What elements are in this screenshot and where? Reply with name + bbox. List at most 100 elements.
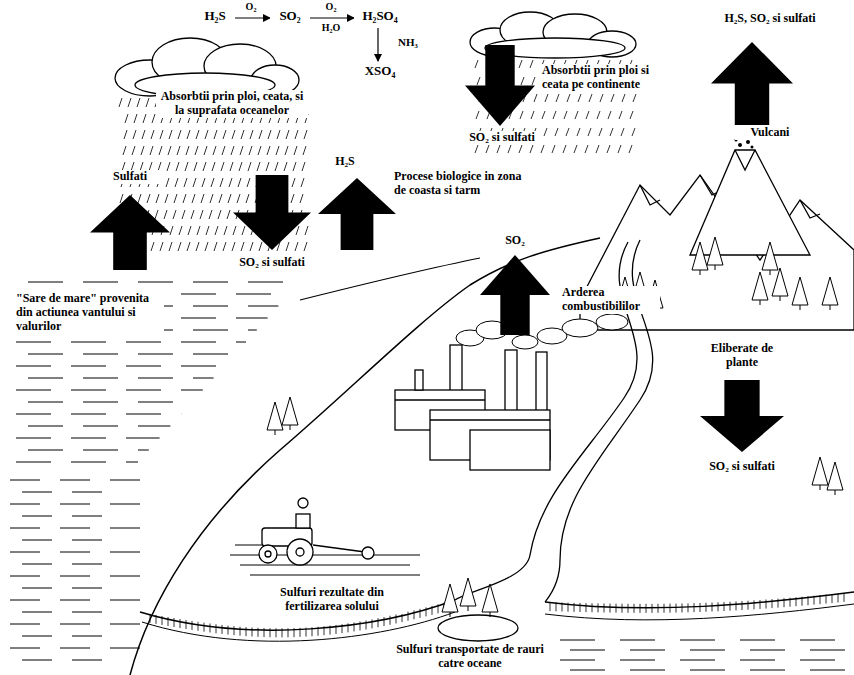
rain-streak <box>486 145 489 153</box>
rain-streak <box>250 130 253 139</box>
hatch-line <box>150 614 151 623</box>
wave <box>193 282 228 283</box>
rain-streak <box>600 94 603 102</box>
rain-streak <box>578 94 581 102</box>
flux-arrow <box>465 45 535 126</box>
hatch-line <box>760 600 761 609</box>
wave <box>22 660 52 661</box>
wave <box>810 650 845 651</box>
wave <box>138 378 173 379</box>
wave <box>126 366 161 367</box>
tree-trunk <box>820 485 821 490</box>
rain-streak <box>167 162 170 171</box>
hatch-line <box>556 602 557 611</box>
tree-trunk <box>450 612 451 617</box>
hatch-line <box>832 594 833 603</box>
rain-streak <box>191 210 194 219</box>
rain-streak <box>214 242 217 251</box>
rain-streak <box>248 162 251 171</box>
hatch-line <box>372 619 373 628</box>
wave <box>22 636 52 637</box>
rain-streak <box>202 178 205 187</box>
source-label: Eliberate de plante <box>697 342 787 370</box>
rain-streak <box>185 162 188 171</box>
rain-streak <box>186 146 189 155</box>
rain-streak <box>169 130 172 139</box>
rain-streak <box>247 178 250 187</box>
reaction-arrow <box>377 28 378 61</box>
wave <box>138 282 173 283</box>
wave <box>181 342 216 343</box>
rain-streak <box>160 130 163 139</box>
flux-label: Sulfati <box>95 170 165 184</box>
tree-trunk <box>700 270 701 275</box>
hatch-line <box>718 602 719 611</box>
tree-trunk <box>770 270 771 275</box>
rain-streak <box>156 194 159 203</box>
rain-streak <box>249 146 252 155</box>
tree-trunk <box>715 265 716 270</box>
wave <box>10 624 40 625</box>
hatch-line <box>192 621 193 630</box>
hatch-line <box>634 604 635 613</box>
flux-arrow <box>700 380 784 452</box>
rain-streak <box>197 226 200 235</box>
rain-streak <box>204 146 207 155</box>
wave <box>110 576 140 577</box>
wave <box>810 670 845 671</box>
wave <box>10 528 40 529</box>
wave <box>690 650 725 651</box>
rain-streak <box>125 114 128 123</box>
wave <box>570 670 605 671</box>
tree <box>772 268 788 296</box>
source-label: Vulcani <box>735 126 805 140</box>
flux-arrow <box>90 195 170 270</box>
tree <box>762 242 778 270</box>
rain-streak <box>151 242 154 251</box>
rain-streak <box>223 130 226 139</box>
trees <box>267 237 843 617</box>
wave <box>740 660 775 661</box>
hatch-line <box>240 627 241 636</box>
wave <box>110 480 140 481</box>
hatch-line <box>592 603 593 612</box>
rain-streak <box>169 242 172 251</box>
hatch-line <box>730 602 731 611</box>
cloud <box>115 38 299 97</box>
wave <box>28 426 63 427</box>
rain-streak <box>128 98 131 107</box>
rain-streak <box>211 178 214 187</box>
wave <box>71 366 106 367</box>
wave <box>83 426 118 427</box>
rain-streak <box>566 128 569 136</box>
hatch-line <box>778 599 779 608</box>
hatch-line <box>168 617 169 626</box>
flux-arrow <box>318 178 396 250</box>
wave <box>193 378 214 379</box>
rain-streak <box>241 242 244 251</box>
source-label: Sulfuri rezultate din fertilizarea solul… <box>257 586 407 614</box>
rain-streak <box>238 178 241 187</box>
wave <box>28 378 63 379</box>
rain-streak <box>239 162 242 171</box>
wave <box>126 390 161 391</box>
wave <box>236 318 268 319</box>
smoke <box>456 314 628 349</box>
tree <box>482 584 498 612</box>
wave <box>10 552 40 553</box>
tree-trunk <box>780 296 781 301</box>
hatch-line <box>844 593 845 602</box>
rain-streak <box>141 146 144 155</box>
rain-streak <box>193 178 196 187</box>
rain-streak <box>221 162 224 171</box>
rain-streak <box>187 130 190 139</box>
hatch-line <box>838 593 839 602</box>
rain-streak <box>589 94 592 102</box>
rain-streak <box>209 210 212 219</box>
wave <box>71 390 106 391</box>
rain-streak <box>293 162 296 171</box>
wave <box>22 612 52 613</box>
reaction-arrow <box>308 17 354 18</box>
wave <box>83 282 118 283</box>
hatch-line <box>550 602 551 611</box>
